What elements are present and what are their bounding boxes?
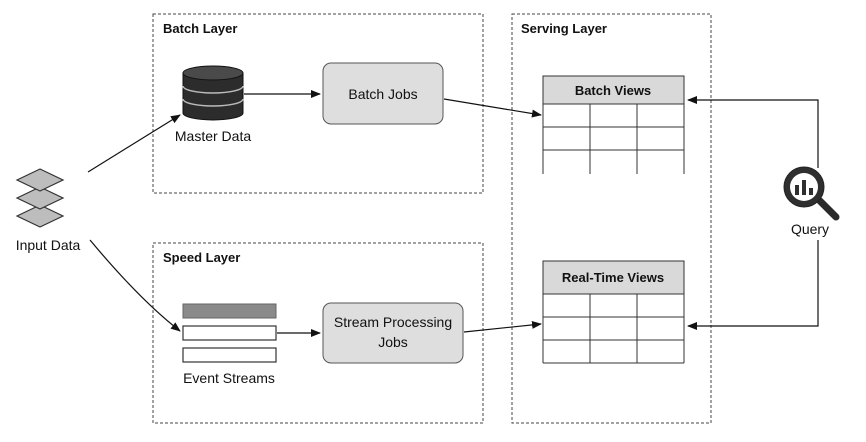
arrow-input-to-event-streams bbox=[89, 239, 181, 332]
connectors bbox=[87, 90, 819, 337]
database-icon bbox=[182, 65, 244, 121]
query-label: Query bbox=[791, 221, 829, 237]
stream-processing-label-line2: Jobs bbox=[378, 334, 408, 350]
input-data-label: Input Data bbox=[16, 237, 81, 253]
speed-layer: Speed Layer bbox=[152, 242, 484, 424]
batch-jobs-label: Batch Jobs bbox=[348, 86, 417, 102]
query-magnifier-icon bbox=[783, 166, 840, 221]
speed-layer-title: Speed Layer bbox=[163, 250, 240, 265]
input-data-layers-icon bbox=[15, 168, 65, 228]
batch-views-table: Batch Views bbox=[542, 75, 685, 174]
event-streams-label: Event Streams bbox=[183, 370, 275, 386]
event-streams-icon bbox=[182, 303, 277, 363]
realtime-views-label: Real-Time Views bbox=[562, 270, 664, 285]
arrow-batch-jobs-to-batch-views bbox=[443, 98, 542, 118]
arrow-query-to-realtime-views bbox=[687, 240, 819, 330]
batch-layer-title: Batch Layer bbox=[163, 21, 237, 36]
batch-views-label: Batch Views bbox=[575, 83, 651, 98]
arrow-input-to-master bbox=[87, 114, 181, 173]
realtime-views-table: Real-Time Views bbox=[542, 260, 685, 364]
arrow-query-to-batch-views bbox=[687, 96, 819, 168]
serving-layer-title: Serving Layer bbox=[521, 21, 607, 36]
serving-layer: Serving Layer bbox=[511, 13, 712, 424]
arrow-stream-processing-to-realtime-views bbox=[463, 320, 542, 333]
master-data-label: Master Data bbox=[175, 128, 251, 144]
stream-processing-label-line1: Stream Processing bbox=[334, 314, 452, 330]
stream-processing-jobs-node: Stream Processing Jobs bbox=[322, 302, 464, 364]
batch-layer: Batch Layer bbox=[152, 13, 484, 194]
batch-jobs-node: Batch Jobs bbox=[322, 62, 444, 125]
